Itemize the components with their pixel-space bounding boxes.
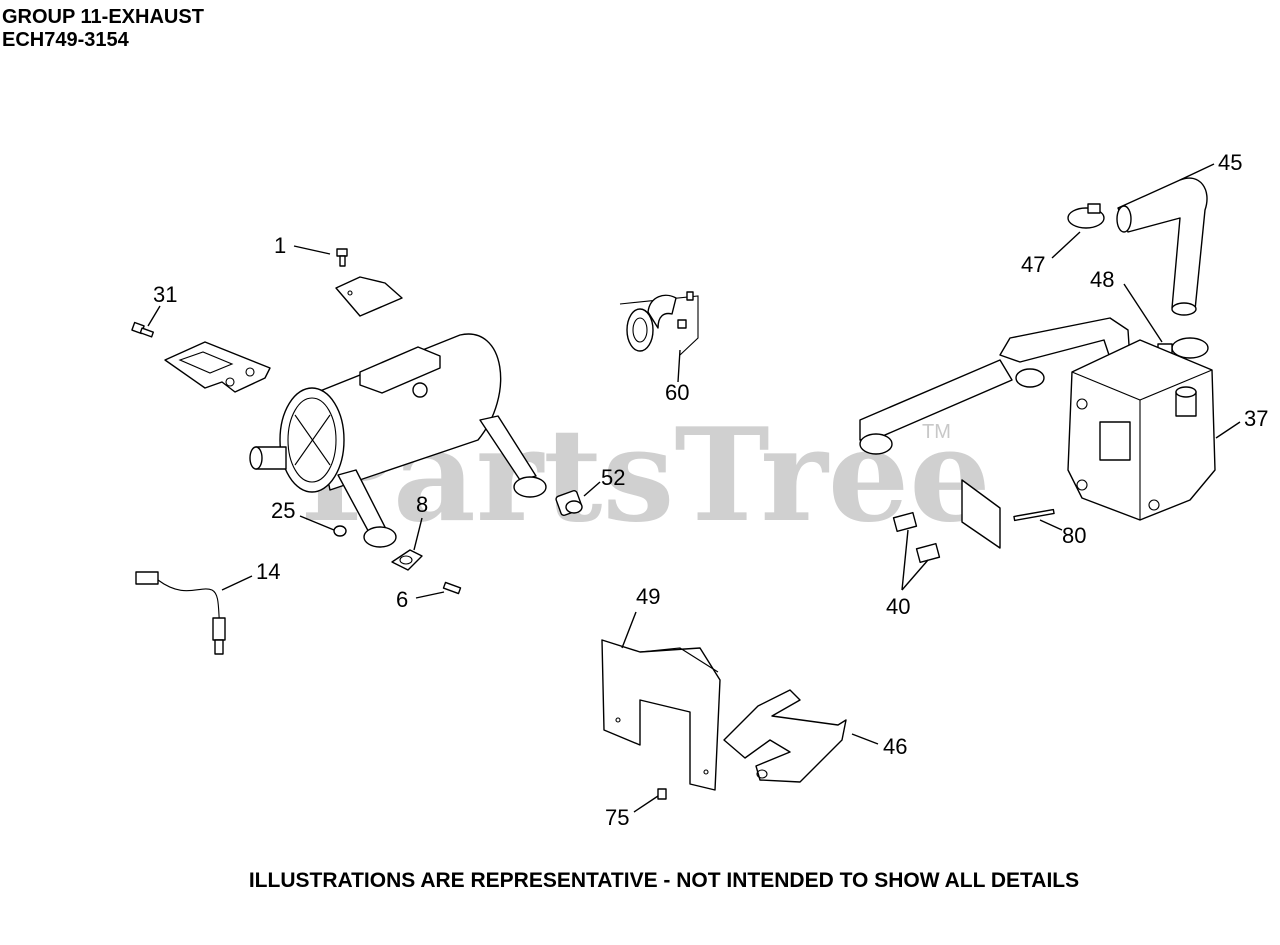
callout-47[interactable]: 47 [1021,252,1045,277]
part-46-support-bracket[interactable] [723,689,847,783]
diagram-header: GROUP 11-EXHAUST ECH749-3154 [2,6,204,52]
part-1-bolt[interactable] [336,248,348,267]
part-6-stud[interactable] [442,581,462,595]
callout-8[interactable]: 8 [416,492,428,517]
callout-6[interactable]: 6 [396,587,408,612]
callout-80[interactable]: 80 [1062,523,1086,548]
part-60-exhaust-elbow[interactable] [619,291,699,356]
part-47-hose-clamp[interactable] [1067,203,1105,229]
part-75-screw[interactable] [657,788,667,800]
part-8-gasket[interactable] [391,549,423,571]
part-80-pin[interactable] [1013,508,1055,522]
part-45-tailpipe[interactable] [1116,177,1208,316]
callout-48[interactable]: 48 [1090,267,1114,292]
disclaimer-footer: ILLUSTRATIONS ARE REPRESENTATIVE - NOT I… [248,869,1080,892]
muffler-heat-shield-plate[interactable] [335,276,403,317]
leader-lines [147,163,1241,813]
part-14-oxygen-sensor[interactable] [135,571,226,655]
callout-75[interactable]: 75 [605,805,629,830]
cover-plate[interactable] [961,479,1001,549]
callout-49[interactable]: 49 [636,584,660,609]
callouts: 1 31 25 8 14 6 60 52 49 75 46 45 47 48 3… [153,150,1268,830]
model-number: ECH749-3154 [2,29,129,51]
part-52-sleeve[interactable] [555,489,583,517]
group-title: GROUP 11-EXHAUST [2,6,204,28]
callout-52[interactable]: 52 [601,465,625,490]
watermark-trademark: TM [922,421,951,443]
callout-40[interactable]: 40 [886,594,910,619]
callout-45[interactable]: 45 [1218,150,1242,175]
callout-14[interactable]: 14 [256,559,280,584]
callout-46[interactable]: 46 [883,734,907,759]
muffler-mounting-bracket[interactable] [164,341,271,393]
callout-37[interactable]: 37 [1244,406,1268,431]
part-40-dowel-pins[interactable] [892,511,941,564]
callout-60[interactable]: 60 [665,380,689,405]
part-37-catalytic-muffler[interactable] [1067,339,1216,521]
part-25-nut[interactable] [333,525,347,537]
muffler[interactable] [249,333,547,548]
part-49-heat-shield[interactable] [601,639,721,791]
part-31-bolt[interactable] [131,321,155,338]
callout-1[interactable]: 1 [274,233,286,258]
callout-25[interactable]: 25 [271,498,295,523]
callout-31[interactable]: 31 [153,282,177,307]
